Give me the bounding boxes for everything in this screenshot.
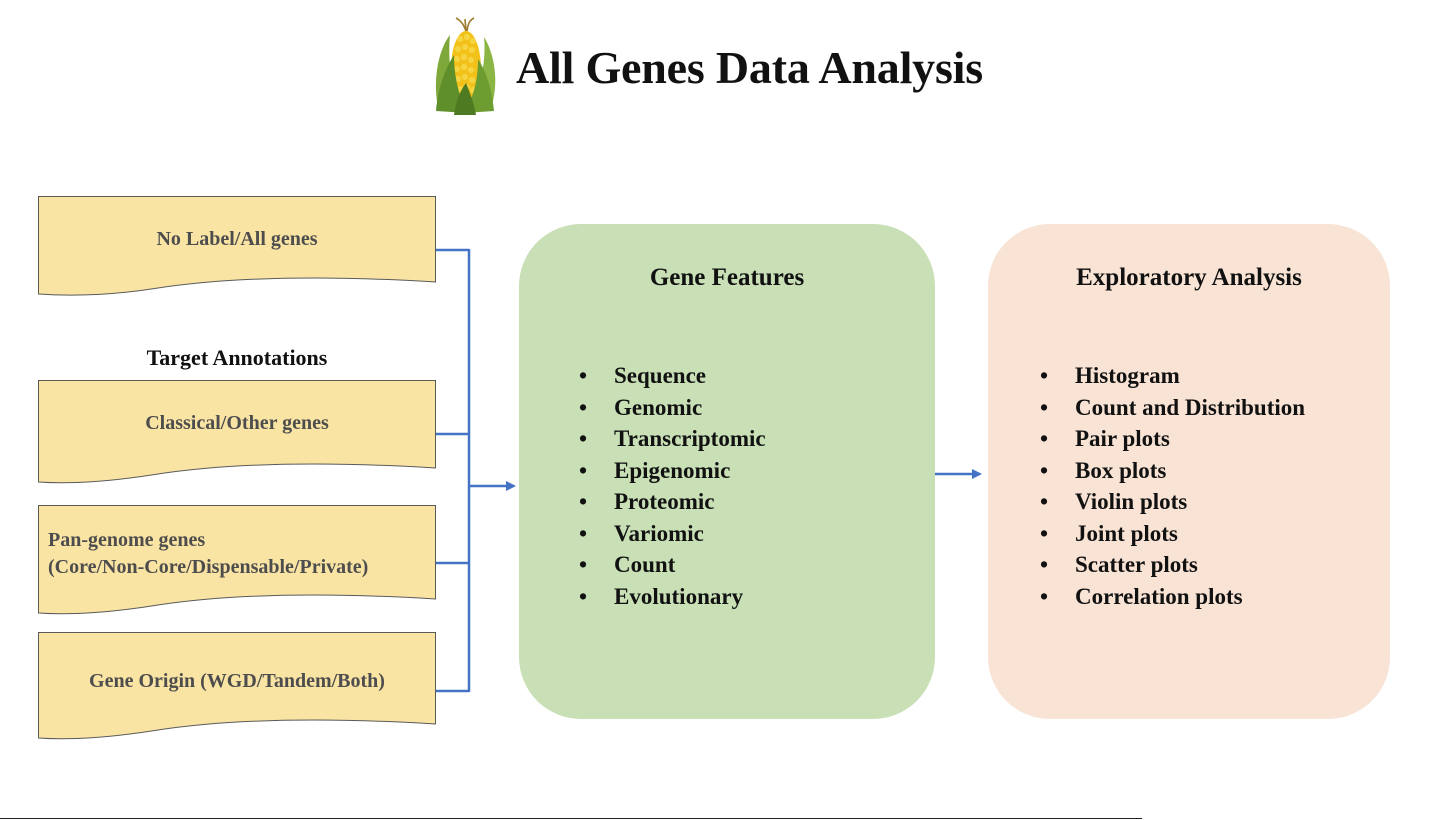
analysis-label: Box plots bbox=[1075, 457, 1167, 483]
bullet-icon: • bbox=[579, 394, 588, 420]
corn-icon bbox=[435, 17, 496, 115]
bullet-icon: • bbox=[1040, 363, 1049, 388]
list-item: • Box plots bbox=[1040, 455, 1305, 487]
bullet-icon: • bbox=[579, 583, 588, 609]
input-box-gene-origin: Gene Origin (WGD/Tandem/Both) bbox=[38, 632, 436, 744]
analysis-label: Scatter plots bbox=[1075, 552, 1198, 577]
bullet-icon: • bbox=[579, 363, 588, 388]
document-shape bbox=[38, 196, 436, 296]
feature-label: Epigenomic bbox=[614, 457, 731, 483]
bullet-icon: • bbox=[1040, 457, 1049, 483]
list-item: • Scatter plots bbox=[1040, 549, 1305, 581]
target-annotations-label: Target Annotations bbox=[146, 345, 328, 370]
document-shape bbox=[38, 380, 436, 484]
input-label-all-genes: No Label/All genes bbox=[156, 228, 318, 250]
gene-features-panel: Gene Features • Sequence • Genomic • Transc… bbox=[519, 224, 935, 719]
list-item: • Genomic bbox=[579, 392, 766, 424]
feature-label: Proteomic bbox=[614, 489, 715, 514]
bullet-icon: • bbox=[579, 552, 588, 577]
list-item: • Count and Distribution bbox=[1040, 392, 1305, 424]
input-label-pan-genome: Pan-genome genes (Core/Non-Core/Dispensa… bbox=[38, 527, 436, 581]
list-item: • Correlation plots bbox=[1040, 581, 1305, 613]
title-row: All Genes Data Analysis bbox=[430, 12, 983, 122]
list-item: • Proteomic bbox=[579, 486, 766, 518]
analysis-label: Correlation plots bbox=[1075, 583, 1243, 609]
analysis-label: Histogram bbox=[1075, 363, 1180, 388]
bullet-icon: • bbox=[579, 457, 588, 483]
input-box-classical: Classical/Other genes bbox=[38, 380, 436, 488]
bullet-icon: • bbox=[1040, 426, 1049, 451]
exploratory-analysis-panel: Exploratory Analysis • Histogram • Count a… bbox=[988, 224, 1390, 719]
feature-label: Count bbox=[614, 552, 676, 577]
gene-features-title: Gene Features bbox=[649, 264, 805, 291]
bullet-icon: • bbox=[1040, 520, 1049, 546]
input-box-pan-genome: Pan-genome genes (Core/Non-Core/Dispensa… bbox=[38, 505, 436, 619]
bullet-icon: • bbox=[579, 426, 588, 451]
analysis-label: Pair plots bbox=[1075, 426, 1170, 451]
list-item: • Transcriptomic bbox=[579, 423, 766, 455]
exploratory-analysis-list: • Histogram • Count and Distribution • Pair… bbox=[1040, 360, 1305, 612]
page-title: All Genes Data Analysis bbox=[516, 41, 983, 93]
bullet-icon: • bbox=[579, 520, 588, 546]
feature-label: Genomic bbox=[614, 394, 703, 420]
feature-label: Variomic bbox=[614, 520, 704, 546]
bullet-icon: • bbox=[1040, 552, 1049, 577]
input-box-all-genes: No Label/All genes bbox=[38, 196, 436, 300]
list-item: • Count bbox=[579, 549, 766, 581]
feature-label: Evolutionary bbox=[614, 583, 744, 609]
gene-features-list: • Sequence • Genomic • Transcriptomic • Epig… bbox=[579, 360, 766, 612]
list-item: • Epigenomic bbox=[579, 455, 766, 487]
input-label-classical: Classical/Other genes bbox=[145, 412, 329, 434]
analysis-label: Joint plots bbox=[1075, 520, 1178, 546]
input-label-gene-origin: Gene Origin (WGD/Tandem/Both) bbox=[89, 670, 385, 692]
feature-label: Sequence bbox=[614, 363, 706, 388]
document-shape bbox=[38, 632, 436, 740]
list-item: • Evolutionary bbox=[579, 581, 766, 613]
pan-genome-line-2: (Core/Non-Core/Dispensable/Private) bbox=[48, 556, 369, 578]
list-item: • Variomic bbox=[579, 518, 766, 550]
list-item: • Histogram bbox=[1040, 360, 1305, 392]
footer-divider bbox=[0, 818, 1142, 819]
exploratory-analysis-title: Exploratory Analysis bbox=[1076, 264, 1302, 291]
feature-label: Transcriptomic bbox=[614, 426, 766, 451]
document-shape bbox=[38, 505, 436, 615]
list-item: • Sequence bbox=[579, 360, 766, 392]
bullet-icon: • bbox=[1040, 583, 1049, 609]
list-item: • Joint plots bbox=[1040, 518, 1305, 550]
analysis-label: Violin plots bbox=[1075, 489, 1188, 514]
bullet-icon: • bbox=[579, 489, 588, 514]
bullet-icon: • bbox=[1040, 489, 1049, 514]
pan-genome-line-1: Pan-genome genes bbox=[48, 529, 206, 551]
list-item: • Violin plots bbox=[1040, 486, 1305, 518]
analysis-label: Count and Distribution bbox=[1075, 394, 1306, 420]
bullet-icon: • bbox=[1040, 394, 1049, 420]
list-item: • Pair plots bbox=[1040, 423, 1305, 455]
